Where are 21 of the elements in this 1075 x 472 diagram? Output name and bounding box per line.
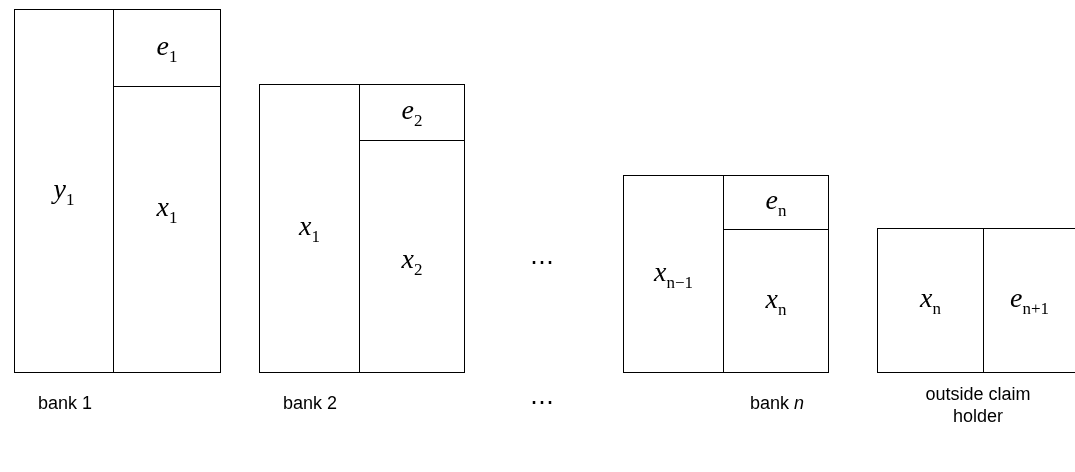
bank-caption: bank 1 xyxy=(36,392,93,414)
variable-label: e$_{1}$ xyxy=(156,31,178,65)
variable-label: x$_{n}$ xyxy=(765,284,787,318)
variable-label: e$_{n}$ xyxy=(765,186,787,219)
variable-label: x$_{1}$ xyxy=(299,212,320,245)
variable-label: y$_{1}$ xyxy=(53,174,75,208)
balance-sheet-box xyxy=(623,175,829,373)
variable-label: e$_{n+1}$ xyxy=(1010,284,1049,317)
variable-label: x$_{2}$ xyxy=(401,245,423,278)
variable-label: x$_{n−1}$ xyxy=(654,257,693,291)
variable-label: x$_{n}$ xyxy=(920,284,941,317)
balance-sheet-box xyxy=(14,9,221,373)
variable-label: x$_{1}$ xyxy=(156,193,178,226)
ellipsis-label: ⋯ xyxy=(530,388,554,416)
bank-caption: bank 2 xyxy=(281,392,338,414)
balance-sheet-box xyxy=(259,84,465,373)
bank-caption: bank n xyxy=(748,392,806,414)
balance-sheet-box xyxy=(877,228,1075,373)
ellipsis-label: ⋯ xyxy=(530,248,554,276)
bank-caption: outside claim holder xyxy=(924,383,1032,427)
variable-label: e$_{2}$ xyxy=(401,96,423,129)
